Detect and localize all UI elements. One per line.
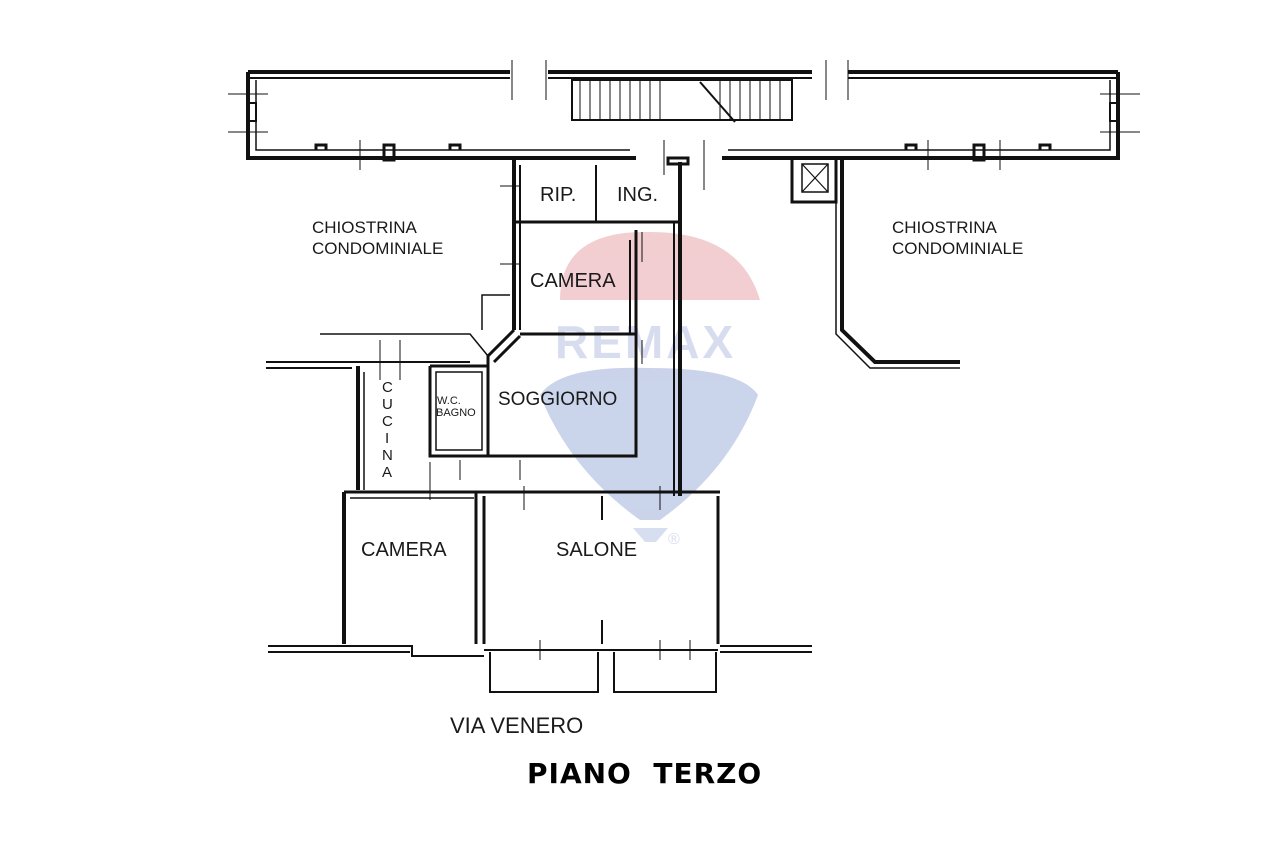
label-right-courtyard-1: CHIOSTRINA xyxy=(892,218,998,237)
label-camera-bottom: CAMERA xyxy=(361,539,447,561)
label-cucina-i: I xyxy=(385,430,389,447)
label-cucina-c1: C xyxy=(382,379,393,396)
label-wc: W.C. xyxy=(437,395,461,407)
label-left-courtyard-1: CHIOSTRINA xyxy=(312,218,418,237)
elevator-shaft xyxy=(790,156,838,204)
right-courtyard-wall xyxy=(840,160,960,364)
remax-watermark: REMAX ® xyxy=(540,231,760,548)
label-salone: SALONE xyxy=(556,539,637,561)
label-bagno: BAGNO xyxy=(436,407,476,419)
label-cucina-u: U xyxy=(382,396,393,413)
room-labels: RIP. ING. CAMERA SOGGIORNO W.C. BAGNO C … xyxy=(312,184,1023,790)
label-rip: RIP. xyxy=(540,184,576,206)
watermark-registered-mark: ® xyxy=(668,531,680,548)
label-ing: ING. xyxy=(617,184,658,206)
watermark-balloon-top-red xyxy=(560,231,760,300)
label-left-courtyard-2: CONDOMINIALE xyxy=(312,239,443,258)
plan-title: PIANO TERZO xyxy=(527,757,762,790)
label-right-courtyard-2: CONDOMINIALE xyxy=(892,239,1023,258)
label-soggiorno: SOGGIORNO xyxy=(498,389,617,410)
label-cucina-a: A xyxy=(382,464,392,481)
label-cucina-n: N xyxy=(382,447,393,464)
top-corridor-walls xyxy=(228,60,1140,190)
label-camera-top: CAMERA xyxy=(530,270,616,292)
staircase xyxy=(571,79,793,123)
watermark-brand-text: REMAX xyxy=(555,316,736,368)
apartment-walls xyxy=(266,156,812,693)
label-cucina-c2: C xyxy=(382,413,393,430)
watermark-basket xyxy=(633,528,668,542)
label-street: VIA VENERO xyxy=(450,713,583,738)
watermark-balloon-bottom-blue xyxy=(540,367,758,520)
